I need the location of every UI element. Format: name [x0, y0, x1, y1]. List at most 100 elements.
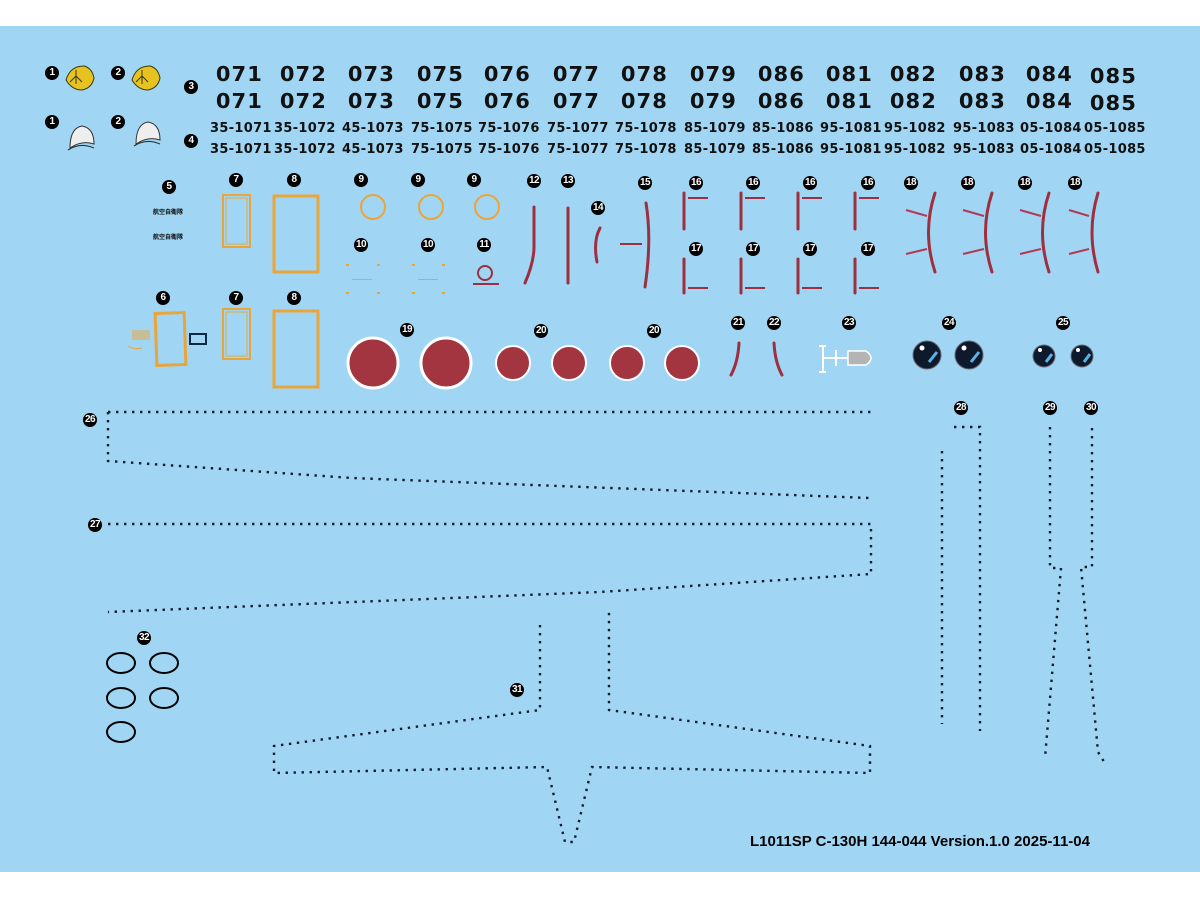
tail-code-071-1: 071 [215, 62, 263, 86]
marker-13: 13 [561, 174, 575, 188]
marker-18d: 18 [1068, 176, 1082, 190]
horse-emblem-1 [65, 65, 95, 91]
item-8-stencil-b [272, 309, 320, 389]
marker-16a: 16 [689, 176, 703, 190]
serial-85-1079-2: 85-1079 [684, 142, 746, 157]
roundels-19 [346, 336, 473, 390]
serial-75-1077-1: 75-1077 [547, 121, 609, 136]
marker-8a: 8 [287, 173, 301, 187]
serial-95-1081-1: 95-1081 [820, 121, 882, 136]
tail-code-084-1: 084 [1025, 62, 1073, 86]
tail-code-079-2: 079 [689, 89, 737, 113]
item-7-stencil-b [222, 308, 251, 360]
item-10-marks [346, 264, 445, 294]
tail-code-083-1: 083 [958, 62, 1006, 86]
item-11-warning-ring [473, 265, 499, 285]
tail-code-085-1: 085 [1089, 64, 1137, 88]
serial-45-1073-2: 45-1073 [342, 142, 404, 157]
jasdf-text-2: 航空自衛隊 [153, 234, 184, 241]
serial-35-1072-1: 35-1072 [274, 121, 336, 136]
marker-3: 3 [184, 80, 198, 94]
serial-85-1086-2: 85-1086 [752, 142, 814, 157]
marker-17c: 17 [803, 242, 817, 256]
serial-95-1082-1: 95-1082 [884, 121, 946, 136]
serial-05-1084-2: 05-1084 [1020, 142, 1082, 157]
marker-32: 32 [137, 631, 151, 645]
tail-code-076-2: 076 [483, 89, 531, 113]
tail-code-072-2: 072 [279, 89, 327, 113]
tail-code-084-2: 084 [1025, 89, 1073, 113]
tail-code-073-2: 073 [347, 89, 395, 113]
marker-29: 29 [1043, 401, 1057, 415]
marker-22: 22 [767, 316, 781, 330]
marker-17b: 17 [746, 242, 760, 256]
tail-code-077-2: 077 [552, 89, 600, 113]
red-trim-lines [523, 191, 1100, 377]
marker-17a: 17 [689, 242, 703, 256]
marker-17d: 17 [861, 242, 875, 256]
serial-95-1083-2: 95-1083 [953, 142, 1015, 157]
marker-7b: 7 [229, 291, 243, 305]
marker-19: 19 [400, 323, 414, 337]
outline-29 [1043, 427, 1063, 759]
marker-18a: 18 [904, 176, 918, 190]
item-23-antenna [819, 345, 872, 373]
dotted-outlines [106, 410, 1108, 844]
tail-code-075-2: 075 [416, 89, 464, 113]
tail-code-086-1: 086 [757, 62, 805, 86]
serial-05-1085-1: 05-1085 [1084, 121, 1146, 136]
tail-code-076-1: 076 [483, 62, 531, 86]
tail-code-077-1: 077 [552, 62, 600, 86]
marker-20a: 20 [534, 324, 548, 338]
serial-75-1075-1: 75-1075 [411, 121, 473, 136]
sheet-footer: L1011SP C-130H 144-044 Version.1.0 2025-… [750, 833, 1090, 850]
item-7-stencil-a [222, 194, 251, 248]
marker-2a: 2 [111, 66, 125, 80]
skull-emblem-2 [133, 121, 161, 147]
marker-26: 26 [83, 413, 97, 427]
outline-27 [107, 522, 873, 614]
marker-28: 28 [954, 401, 968, 415]
serial-75-1075-2: 75-1075 [411, 142, 473, 157]
marker-20b: 20 [647, 324, 661, 338]
marker-2b: 2 [111, 115, 125, 129]
serial-75-1076-2: 75-1076 [478, 142, 540, 157]
item-8-stencil-a [272, 194, 320, 274]
tail-code-082-2: 082 [889, 89, 937, 113]
jasdf-text-1: 航空自衛隊 [153, 209, 184, 216]
tail-code-073-1: 073 [347, 62, 395, 86]
marker-15: 15 [638, 176, 652, 190]
item-6-door-stencil [127, 310, 207, 368]
marker-30: 30 [1084, 401, 1098, 415]
marker-4: 4 [184, 134, 198, 148]
horse-emblem-2 [131, 65, 161, 91]
marker-18b: 18 [961, 176, 975, 190]
marker-16b: 16 [746, 176, 760, 190]
marker-9a: 9 [354, 173, 368, 187]
roundels-20 [495, 345, 700, 381]
outline-26 [106, 410, 873, 500]
marker-11: 11 [477, 238, 491, 252]
serial-05-1085-2: 05-1085 [1084, 142, 1146, 157]
serial-35-1072-2: 35-1072 [274, 142, 336, 157]
marker-16d: 16 [861, 176, 875, 190]
tail-code-078-2: 078 [620, 89, 668, 113]
marker-12: 12 [527, 174, 541, 188]
marker-14: 14 [591, 201, 605, 215]
serial-75-1077-2: 75-1077 [547, 142, 609, 157]
serial-05-1084-1: 05-1084 [1020, 121, 1082, 136]
unit-badges [912, 340, 1094, 370]
tail-code-071-2: 071 [215, 89, 263, 113]
serial-35-1071-1: 35-1071 [210, 121, 272, 136]
marker-7a: 7 [229, 173, 243, 187]
tail-code-079-1: 079 [689, 62, 737, 86]
marker-9b: 9 [411, 173, 425, 187]
serial-75-1076-1: 75-1076 [478, 121, 540, 136]
serial-75-1078-1: 75-1078 [615, 121, 677, 136]
serial-75-1078-2: 75-1078 [615, 142, 677, 157]
marker-27: 27 [88, 518, 102, 532]
tail-code-081-2: 081 [825, 89, 873, 113]
marker-1a: 1 [45, 66, 59, 80]
marker-31: 31 [510, 683, 524, 697]
